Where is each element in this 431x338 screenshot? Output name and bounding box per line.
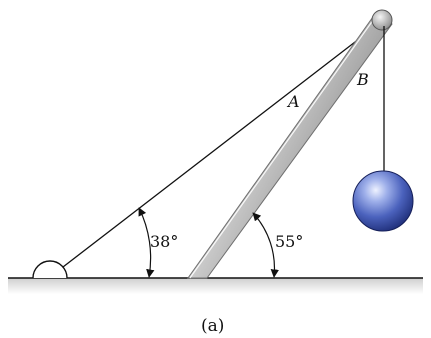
pulley <box>371 9 393 31</box>
member-b-edge <box>189 15 377 279</box>
label-angle-cable: 38° <box>150 232 178 251</box>
angle-arc-cable <box>138 207 155 278</box>
member-b <box>187 13 393 279</box>
cable-a <box>49 21 382 278</box>
label-angle-member: 55° <box>275 232 303 251</box>
label-member-b: B <box>356 70 369 89</box>
pin-support <box>32 260 68 279</box>
ground-shading <box>8 278 423 294</box>
caption: (a) <box>201 316 224 336</box>
angle-arc-member <box>252 212 279 278</box>
label-cable-a: A <box>286 92 300 111</box>
weight-ball <box>352 170 414 232</box>
